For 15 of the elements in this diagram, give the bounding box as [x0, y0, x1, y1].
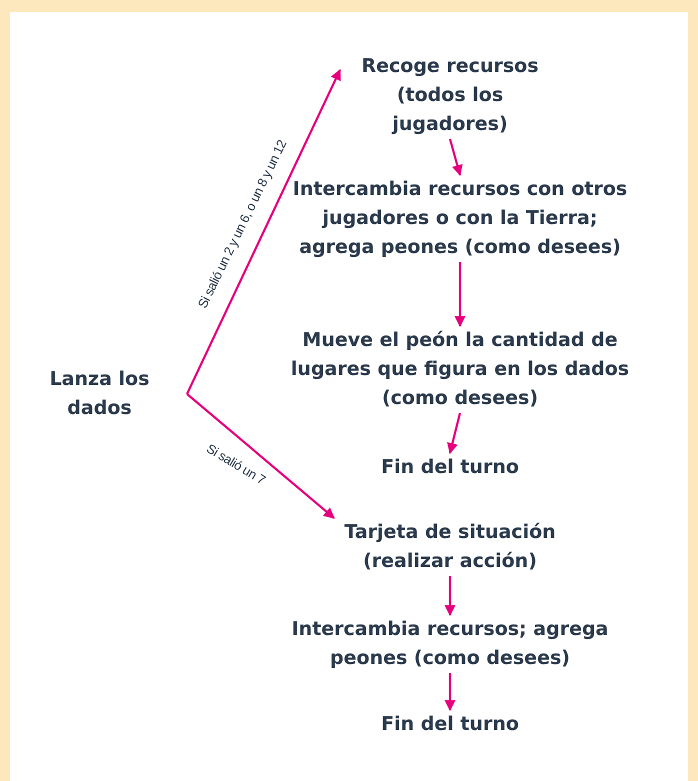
step-text: Fin del turno — [350, 453, 550, 482]
step-text: Intercambia recursos con otros jugadores o con la Tierra; agrega peones (como desees) — [290, 175, 630, 262]
step-text: Recoge recursos (todos los jugadores) — [340, 52, 560, 139]
arrow — [186, 69, 341, 394]
arrow — [448, 138, 463, 176]
step-text: Fin del turno — [350, 710, 550, 739]
step-text: Tarjeta de situación (realizar acción) — [310, 518, 590, 576]
arrow — [444, 673, 456, 712]
step-text: Lanza los dados — [34, 365, 187, 423]
arrow — [186, 393, 335, 519]
step-text: Intercambia recursos; agrega peones (como desees) — [260, 615, 640, 673]
arrow — [454, 262, 466, 328]
step-text: Mueve el peón la cantidad de lugares que figura en los dados (como desees) — [280, 326, 640, 413]
arrow — [444, 576, 456, 616]
arrow — [447, 412, 462, 454]
